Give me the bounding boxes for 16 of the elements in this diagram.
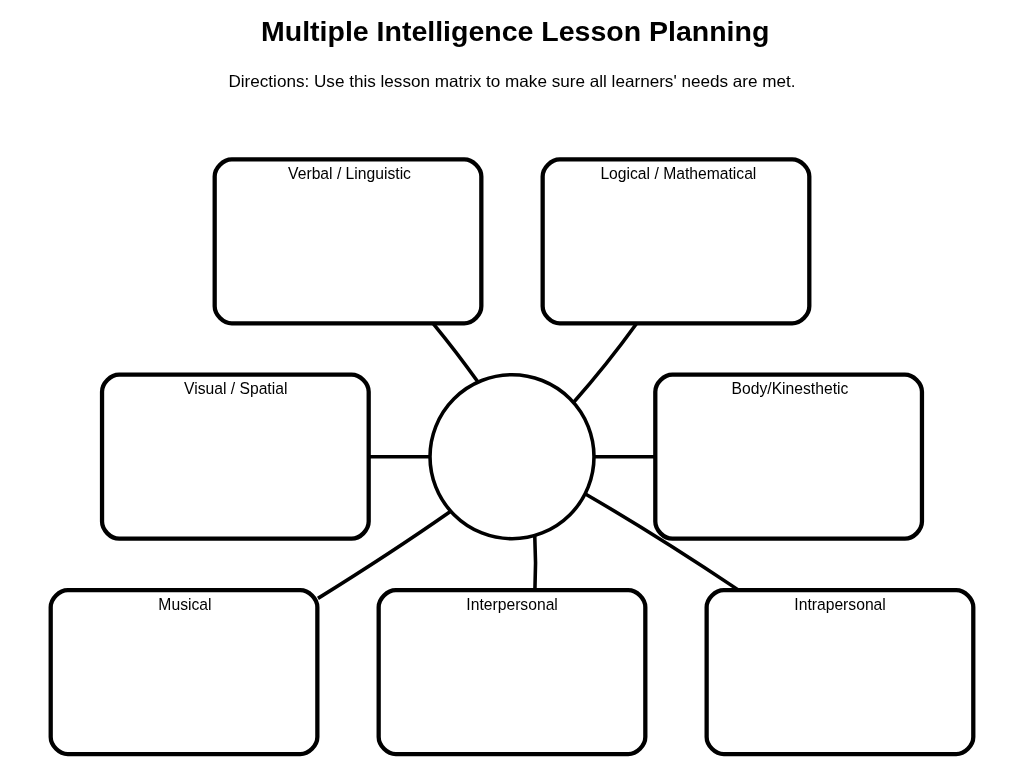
node-box: Visual / Spatial (99, 372, 371, 541)
node-box: Interpersonal (376, 587, 648, 757)
diagram-title: Multiple Intelligence Lesson Planning (261, 15, 770, 48)
connector (594, 454, 656, 459)
node-box: Logical / Mathematical (540, 157, 812, 326)
node-box: Intrapersonal (704, 587, 976, 757)
node-box: Musical (48, 587, 320, 757)
node-circle (428, 372, 596, 541)
node-box: Body/Kinesthetic (653, 372, 925, 541)
connector (572, 322, 638, 404)
connector (368, 454, 430, 459)
node-box: Verbal / Linguistic (212, 157, 484, 326)
connector (317, 510, 452, 600)
connector (432, 322, 480, 383)
label: Directions: Use this lesson matrix to make sure all learners' needs are met. (228, 71, 796, 91)
connector (533, 535, 538, 590)
